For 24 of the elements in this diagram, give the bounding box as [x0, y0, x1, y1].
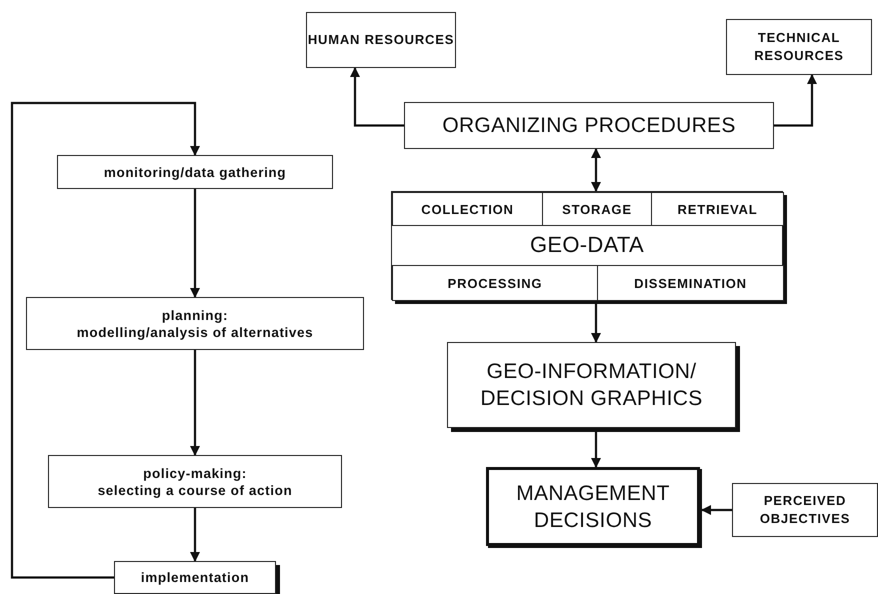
process-box: HUMAN RESOURCES: [306, 12, 456, 68]
arrow: [591, 432, 601, 468]
table-cell: COLLECTION: [392, 192, 543, 226]
process-box: TECHNICAL RESOURCES: [726, 19, 872, 75]
table-heading: GEO-DATA: [528, 231, 646, 259]
process-box: PERCEIVED OBJECTIVES: [732, 483, 878, 537]
arrow: [190, 508, 200, 562]
table-cell: DISSEMINATION: [597, 265, 784, 301]
table-cell: PROCESSING: [392, 265, 598, 301]
stage-box: MANAGEMENT DECISIONS: [486, 467, 700, 546]
arrow: [190, 350, 200, 456]
process-box: monitoring/data gathering: [57, 155, 333, 189]
arrow: [591, 148, 601, 192]
process-box: planning: modelling/analysis of alternatives: [26, 297, 364, 350]
table-cell: RETRIEVAL: [651, 192, 784, 226]
stage-box: ORGANIZING PROCEDURES: [404, 102, 774, 149]
process-box: policy-making: selecting a course of action: [48, 455, 342, 508]
arrow: [10, 102, 200, 579]
arrow: [190, 189, 200, 298]
arrow: [591, 304, 601, 343]
arrow: [350, 67, 404, 127]
arrow: [774, 74, 817, 127]
arrow: [701, 505, 732, 515]
table-cell: STORAGE: [542, 192, 652, 226]
